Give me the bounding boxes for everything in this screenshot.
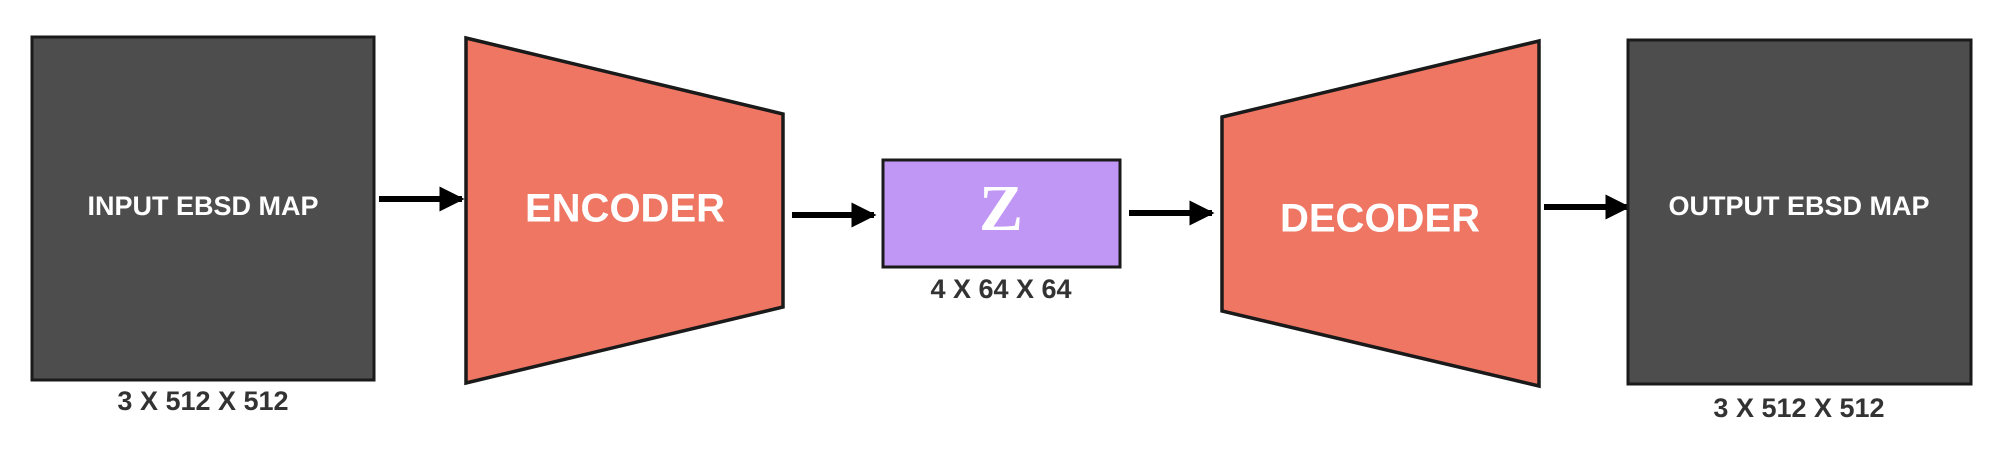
encoder-trapezoid [464,35,785,386]
latent-z-label: Z [979,172,1023,245]
decoder-trapezoid [1220,38,1541,389]
encoder-label: ENCODER [525,187,725,231]
decoder-label: DECODER [1280,197,1480,241]
input-map-box [30,35,376,382]
latent: Z [881,158,1122,269]
latent-box [881,158,1122,269]
output-map-label: OUTPUT EBSD MAP [1668,191,1929,221]
output-map-box [1626,38,1973,386]
input-map: INPUT EBSD MAP [30,35,376,382]
output-dims-label: 3 X 512 X 512 [1713,393,1884,423]
decoder: DECODER [1220,38,1541,389]
latent-dims-label: 4 X 64 X 64 [930,274,1071,304]
encoder: ENCODER [464,35,785,386]
output-map: OUTPUT EBSD MAP [1626,38,1973,386]
input-dims-label: 3 X 512 X 512 [117,386,288,416]
input-map-label: INPUT EBSD MAP [87,191,318,221]
